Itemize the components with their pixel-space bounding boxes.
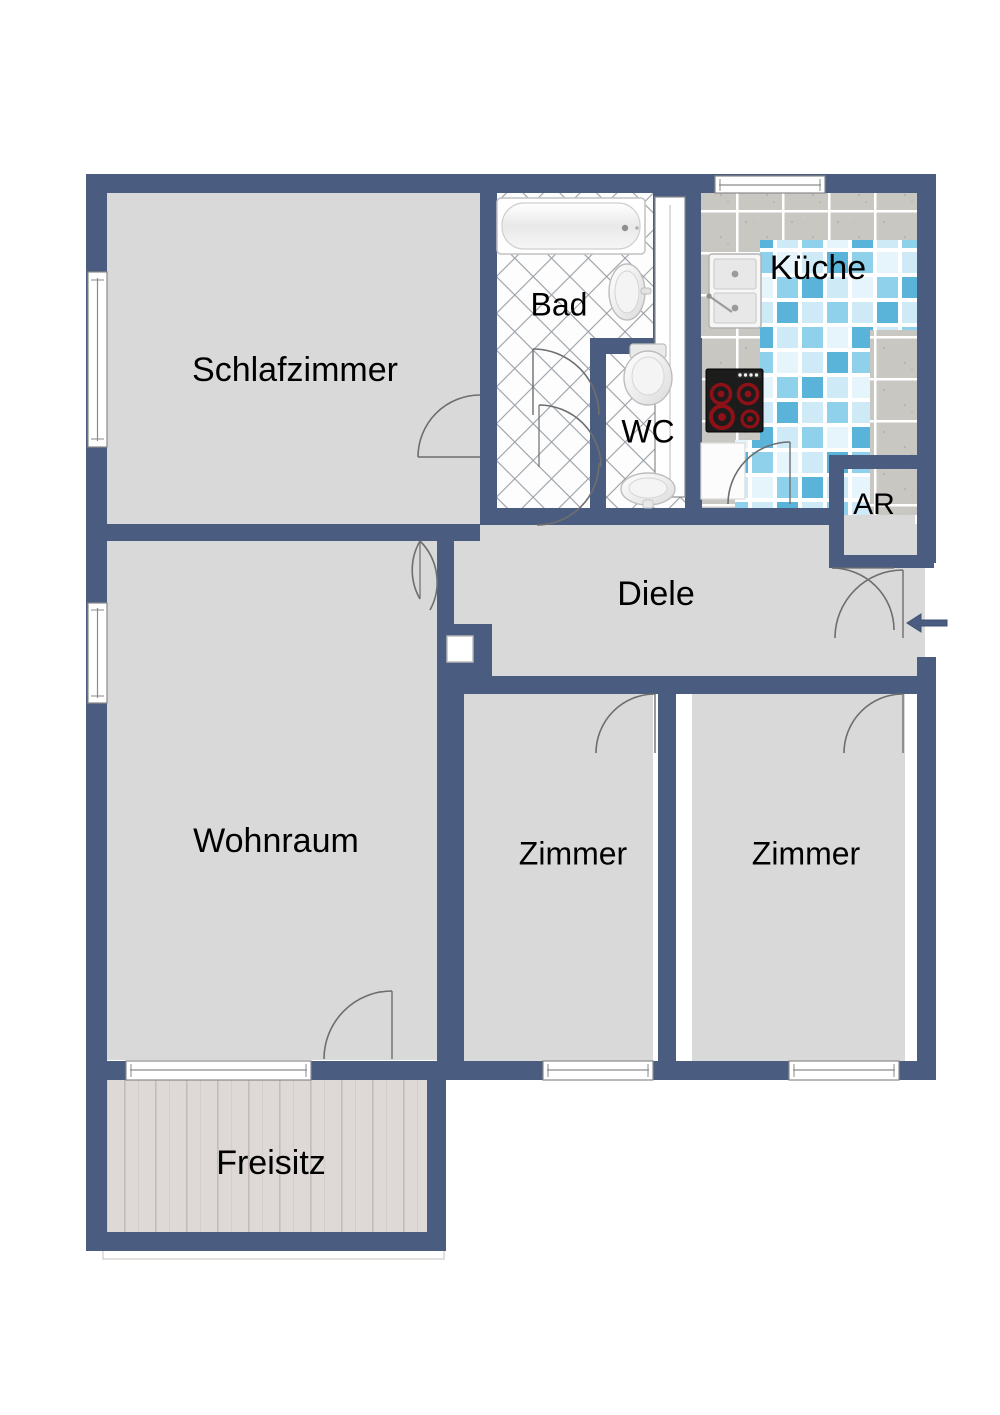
entrance-arrow — [906, 613, 948, 633]
wall-ar-bottom — [829, 555, 934, 568]
floor-diele-entry — [903, 560, 925, 660]
wall-freisitz-right — [427, 1061, 446, 1251]
wc-sink-fixture — [620, 472, 676, 509]
wall-outer-right — [917, 174, 936, 563]
door-entrance — [834, 569, 904, 639]
floor-wohnraum — [107, 541, 437, 1060]
wc-toilet-fixture — [623, 343, 673, 406]
window-schlafzimmer-left — [87, 271, 108, 448]
window-wohnraum-left — [87, 602, 108, 704]
wall-bad-wc-split — [590, 338, 606, 511]
room-labels: Schlafzimmer Bad Küche WC AR Diele Wohnr… — [192, 249, 895, 1182]
shaft-niche — [446, 635, 474, 663]
wall-wohn-right — [437, 541, 454, 640]
wall-kueche-bottom — [685, 508, 835, 525]
wall-freisitz-left — [86, 1061, 107, 1251]
wall-ar-left — [829, 455, 844, 567]
floor-kueche-mosaic-3 — [735, 440, 870, 515]
room-label-freisitz: Freisitz — [216, 1144, 326, 1182]
door-wc — [538, 404, 602, 468]
room-label-bad: Bad — [531, 286, 588, 322]
door-bad — [532, 348, 600, 526]
wall-freisitz-bottom — [86, 1232, 446, 1251]
door-wohnraum — [411, 540, 438, 611]
door-zimmer-1 — [595, 693, 656, 754]
wall-bad-bottom — [480, 508, 606, 525]
kitchen-cooktop-fixture — [705, 368, 764, 433]
wall-zimmer-divider — [658, 676, 676, 1061]
floor-schlafzimmer — [107, 193, 480, 524]
floor-zimmer-2 — [692, 693, 905, 1061]
wall-bad-left — [480, 193, 497, 524]
wall-ar-top — [829, 455, 934, 469]
wall-zimmer1-left — [446, 676, 464, 1061]
doors — [323, 348, 904, 1060]
window-zimmer-1-bottom — [542, 1060, 654, 1081]
wall-kueche-left — [685, 193, 701, 524]
room-label-wohnraum: Wohnraum — [193, 822, 359, 860]
floor-freisitz — [107, 1065, 440, 1245]
wall-wc-bottom — [590, 508, 702, 525]
window-kueche-top — [714, 175, 826, 194]
wall-diele-zimmer2-top — [676, 676, 918, 694]
room-label-wc: WC — [621, 413, 674, 449]
bathtub-fixture — [496, 197, 646, 255]
wall-wohn-right-stub — [420, 524, 480, 541]
room-label-schlafzimmer: Schlafzimmer — [192, 351, 398, 389]
door-ar — [831, 567, 895, 631]
door-schlafzimmer — [417, 394, 481, 458]
door-kueche — [727, 441, 791, 505]
kitchen-appliance-fixture — [700, 442, 746, 500]
room-label-kueche: Küche — [770, 249, 866, 287]
kitchen-sink-fixture — [706, 253, 762, 329]
room-label-zimmer-2: Zimmer — [752, 835, 861, 871]
wall-diele-zimmer-top — [446, 676, 658, 694]
wall-schlaf-wohn — [107, 524, 480, 541]
room-label-ar: AR — [853, 488, 895, 521]
wall-outer-right-lower — [917, 657, 936, 1080]
door-freisitz — [323, 990, 393, 1060]
door-zimmer-2 — [843, 693, 904, 754]
windows — [87, 175, 900, 1081]
floor-kueche-mosaic-2 — [760, 240, 922, 330]
window-zimmer-2-bottom — [788, 1060, 900, 1081]
window-wohnraum-bottom — [125, 1060, 312, 1081]
bad-sink-fixture — [608, 263, 652, 321]
room-label-diele: Diele — [617, 575, 694, 613]
room-label-zimmer-1: Zimmer — [519, 835, 628, 871]
floor-zimmer-1 — [463, 693, 653, 1061]
